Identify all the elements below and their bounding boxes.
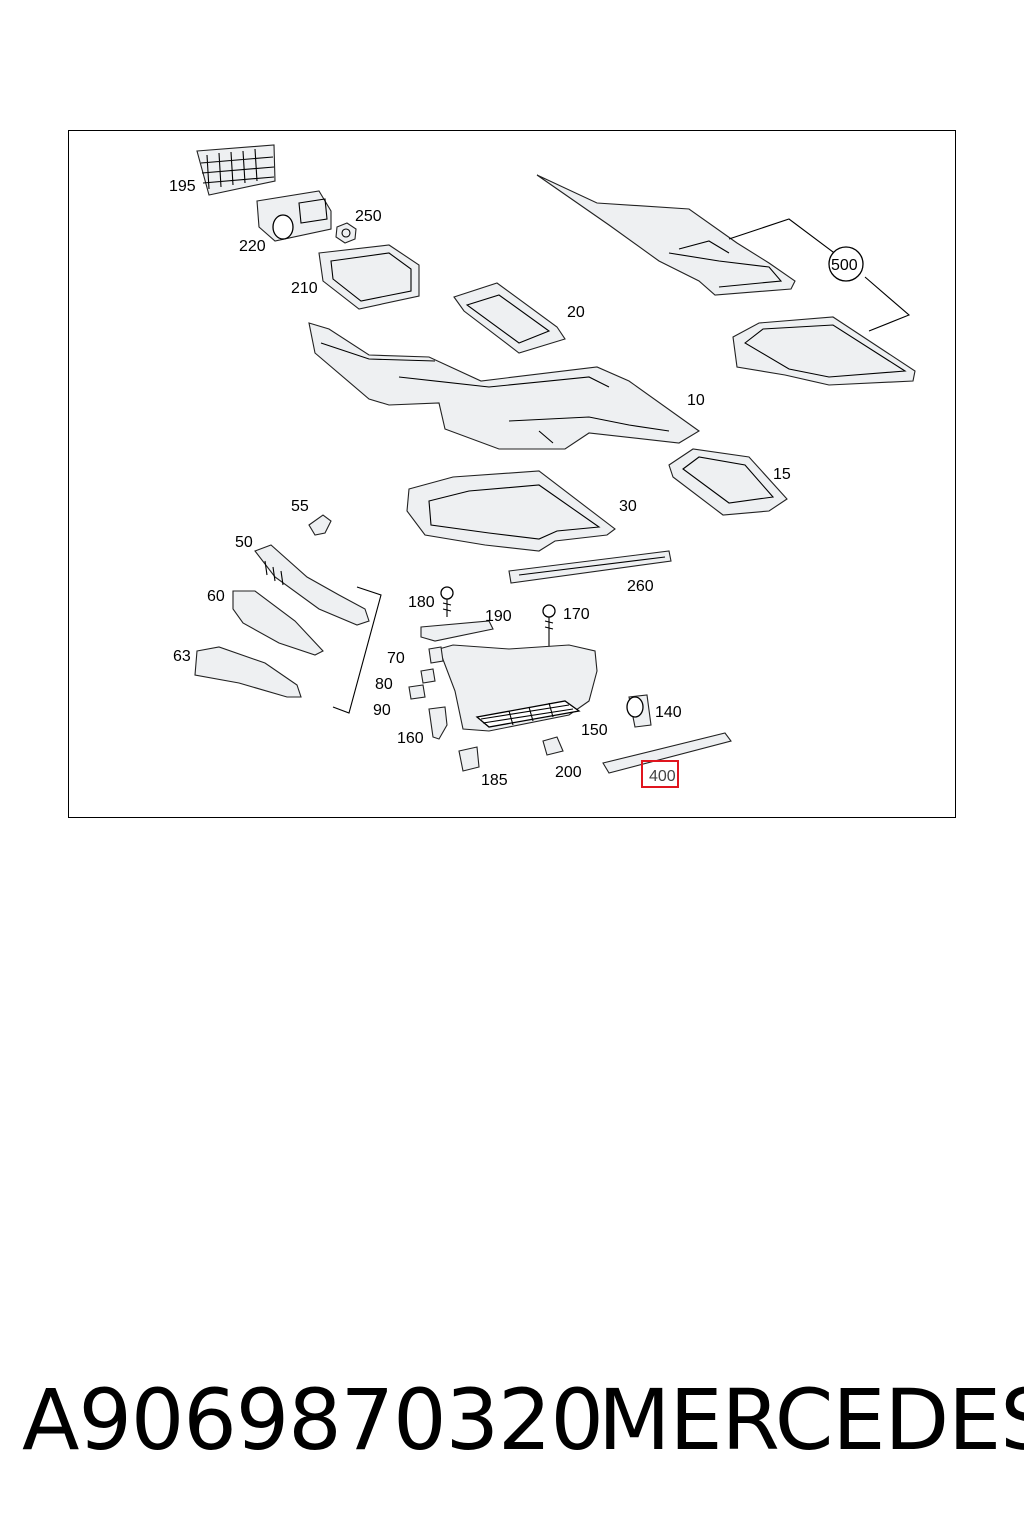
exploded-parts-diagram: 195 220 250 210 20 500 10 15 55 30 50 26… [169, 144, 916, 789]
callout-400: 400 [649, 768, 676, 785]
callout-500-leaders [728, 218, 911, 332]
part-190-bracket [420, 620, 494, 642]
part-210-tray [318, 244, 420, 310]
part-30-floor-tray [406, 470, 616, 552]
callout-200: 200 [555, 764, 582, 781]
callout-500: 500 [831, 257, 858, 274]
callout-50: 50 [235, 534, 253, 551]
part-55-clip [308, 514, 332, 536]
callout-60: 60 [207, 588, 225, 605]
callout-140: 140 [655, 704, 682, 721]
callout-20: 20 [567, 304, 585, 321]
callout-labels: 195 220 250 210 20 500 10 15 55 30 50 26… [169, 178, 858, 789]
part-10-floor-panel [308, 322, 701, 450]
part-50-side-trim [254, 544, 370, 626]
callout-210: 210 [291, 280, 318, 297]
part-400-strip [602, 732, 732, 774]
part-195-grille [196, 144, 276, 196]
callout-195: 195 [169, 178, 196, 195]
callout-80: 80 [375, 676, 393, 693]
part-number: A9069870320 [22, 1371, 604, 1469]
callout-63: 63 [173, 648, 191, 665]
part-60-panel [232, 590, 324, 656]
callout-180: 180 [408, 594, 435, 611]
part-220-vent-housing [256, 190, 332, 242]
part-185-cap [458, 746, 480, 772]
callout-190: 190 [485, 608, 512, 625]
callout-90: 90 [373, 702, 391, 719]
callout-250: 250 [355, 208, 382, 225]
callout-70: 70 [387, 650, 405, 667]
part-180-screw [440, 586, 454, 617]
callout-55: 55 [291, 498, 309, 515]
callout-220: 220 [239, 238, 266, 255]
part-250-nut [335, 222, 357, 244]
part-200-clip [542, 736, 564, 756]
brand-name: MERCEDES [598, 1371, 1024, 1469]
diagram-frame: 195 220 250 210 20 500 10 15 55 30 50 26… [68, 130, 956, 818]
part-160-clip [428, 706, 448, 740]
part-260-strip [508, 550, 672, 584]
callout-15: 15 [773, 466, 791, 483]
part-140-roll [626, 694, 652, 728]
part-500-mat-upper [536, 174, 796, 296]
callout-30: 30 [619, 498, 637, 515]
callout-10: 10 [687, 392, 705, 409]
callout-150: 150 [581, 722, 608, 739]
part-15-side-compartment [668, 448, 788, 516]
part-150-storage-bin [438, 644, 598, 732]
part-500-mat-lower [732, 316, 916, 386]
part-170-screw [542, 604, 556, 697]
callout-185: 185 [481, 772, 508, 789]
callout-400-highlight [641, 760, 679, 788]
callout-170: 170 [563, 606, 590, 623]
part-63-panel [194, 646, 302, 698]
callout-160: 160 [397, 730, 424, 747]
part-20-compartment [453, 282, 566, 354]
callout-50-bracket [332, 586, 382, 714]
callout-260: 260 [627, 578, 654, 595]
part-70-80-90-fasteners [408, 646, 444, 700]
